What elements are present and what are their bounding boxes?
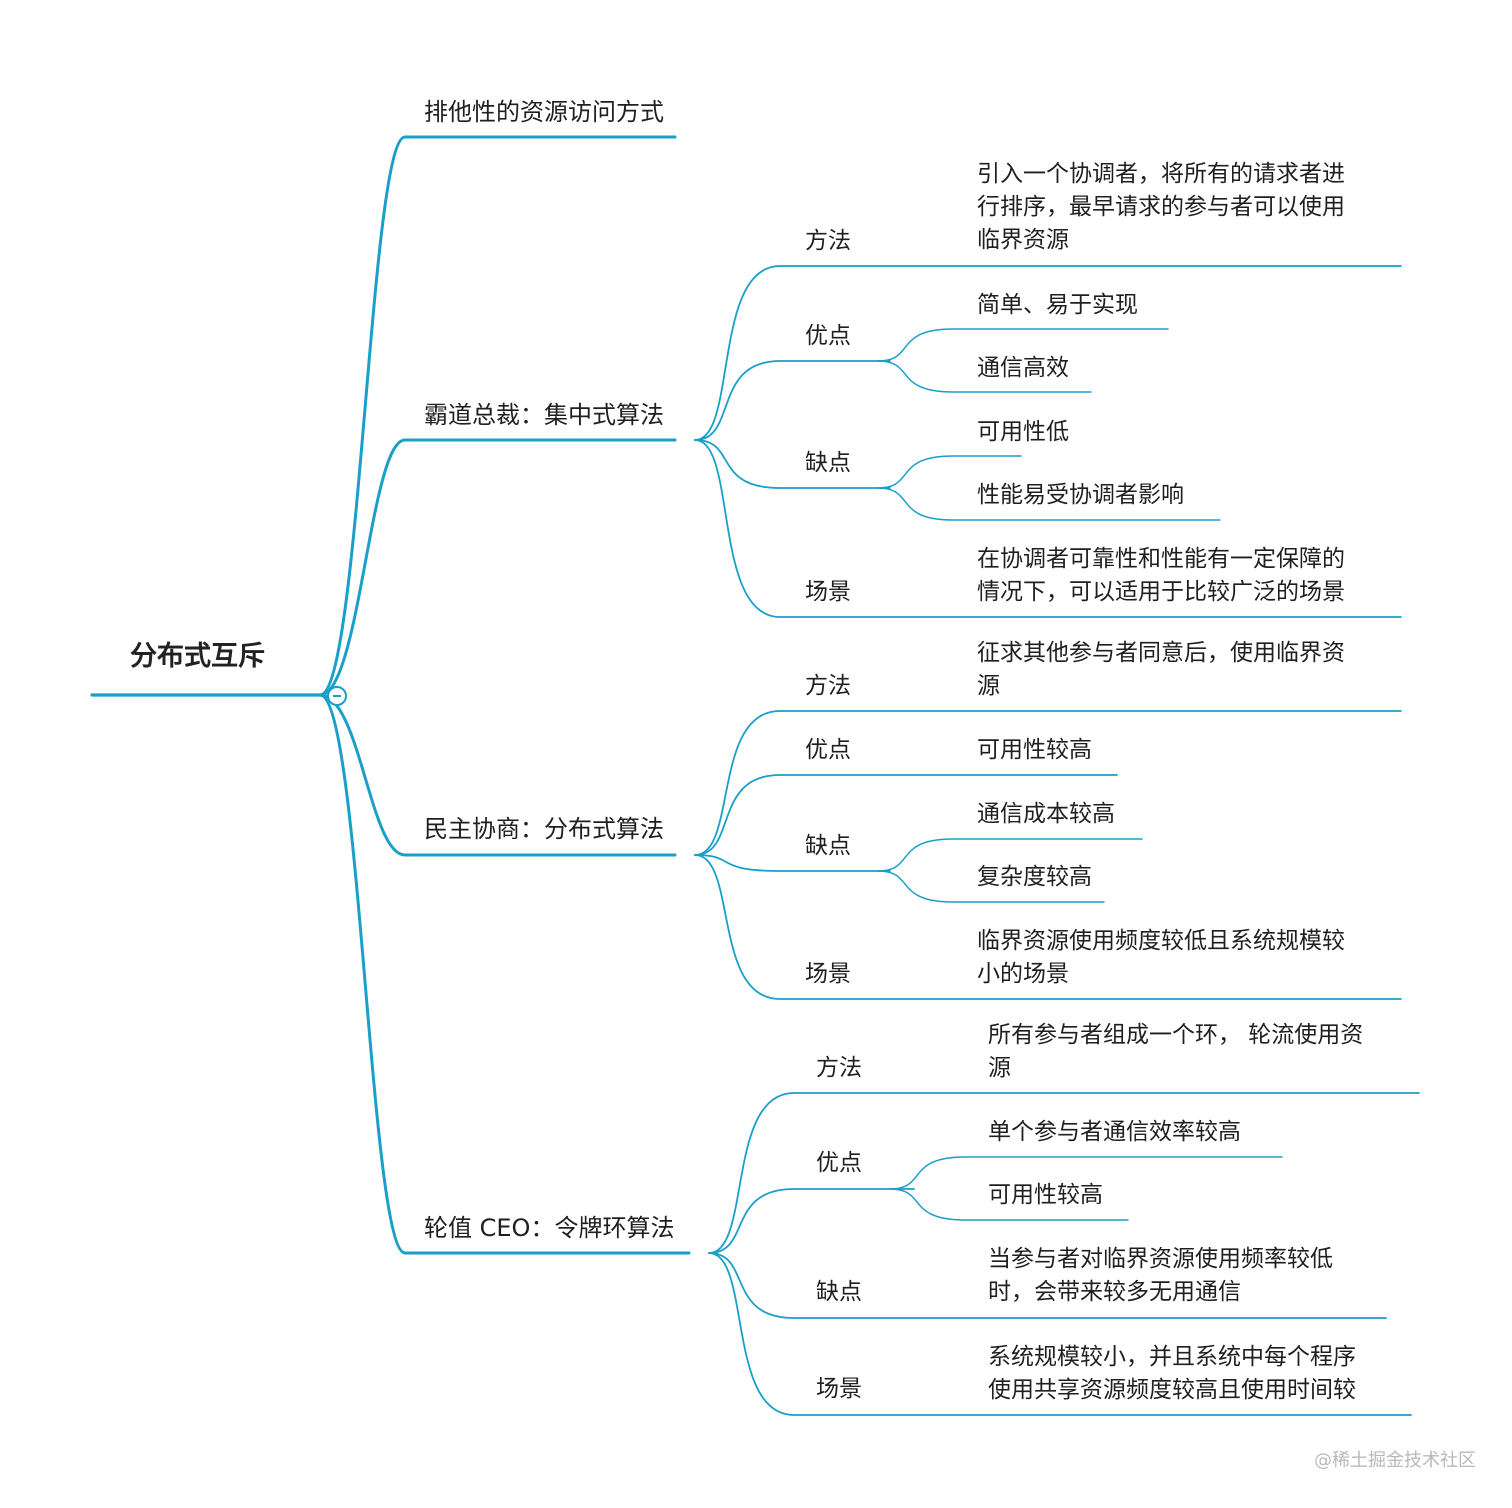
branch-distributed-algorithm[interactable]: 民主协商：分布式算法	[424, 815, 664, 843]
token-scenario-label[interactable]: 场景	[816, 1376, 862, 1402]
centralized-scenario-text[interactable]: 在协调者可靠性和性能有一定保障的 情况下，可以适用于比较广泛的场景	[977, 543, 1345, 609]
centralized-pro-1[interactable]: 简单、易于实现	[977, 292, 1138, 318]
text-line: 小的场景	[977, 961, 1069, 987]
centralized-pros-label[interactable]: 优点	[805, 323, 851, 349]
sub-connector-1-2	[694, 854, 891, 872]
centralized-method-text[interactable]: 引入一个协调者，将所有的请求者进 行排序，最早请求的参与者可以使用 临界资源	[977, 158, 1345, 257]
text-line: 使用共享资源频度较高且使用时间较	[988, 1377, 1356, 1403]
branch-centralized-algorithm[interactable]: 霸道总裁：集中式算法	[424, 401, 664, 429]
token-pro-2[interactable]: 可用性较高	[988, 1182, 1103, 1208]
leaf-connector-2-1	[877, 870, 1105, 903]
text-line: 征求其他参与者同意后，使用临界资	[977, 640, 1345, 666]
text-line: 源	[988, 1055, 1011, 1081]
distributed-cons-label[interactable]: 缺点	[805, 833, 851, 859]
branch-connector-1	[318, 438, 677, 697]
text-line: 源	[977, 673, 1000, 699]
text-line: 所有参与者组成一个环， 轮流使用资	[988, 1022, 1364, 1048]
text-line: 系统规模较小，并且系统中每个程序	[988, 1344, 1356, 1370]
sub-connector-2-3	[708, 1252, 1412, 1416]
text-line: 临界资源使用频度较低且系统规模较	[977, 928, 1345, 954]
sub-connector-0-3	[694, 439, 1402, 618]
token-scenario-text[interactable]: 系统规模较小，并且系统中每个程序 使用共享资源频度较高且使用时间较	[988, 1341, 1356, 1407]
distributed-pro-1[interactable]: 可用性较高	[977, 737, 1092, 763]
centralized-cons-label[interactable]: 缺点	[805, 450, 851, 476]
token-cons-text[interactable]: 当参与者对临界资源使用频率较低 时，会带来较多无用通信	[988, 1243, 1333, 1309]
text-line: 行排序，最早请求的参与者可以使用	[977, 194, 1345, 220]
branch-connector-0	[318, 135, 677, 697]
leaf-connector-3-1	[889, 1188, 1129, 1221]
token-pros-label[interactable]: 优点	[816, 1150, 862, 1176]
root-node[interactable]: 分布式互斥	[130, 641, 265, 672]
distributed-con-1[interactable]: 通信成本较高	[977, 801, 1115, 827]
leaf-connector-1-0	[877, 455, 1022, 489]
sub-connector-0-2	[694, 439, 891, 489]
collapse-toggle-icon[interactable]	[327, 686, 347, 706]
text-line: 情况下，可以适用于比较广泛的场景	[977, 579, 1345, 605]
text-line: 临界资源	[977, 227, 1069, 253]
text-line: 引入一个协调者，将所有的请求者进	[977, 161, 1345, 187]
distributed-method-label[interactable]: 方法	[805, 673, 851, 699]
distributed-scenario-label[interactable]: 场景	[805, 961, 851, 987]
distributed-con-2[interactable]: 复杂度较高	[977, 864, 1092, 890]
token-method-label[interactable]: 方法	[816, 1055, 862, 1081]
centralized-pro-2[interactable]: 通信高效	[977, 355, 1069, 381]
text-line: 在协调者可靠性和性能有一定保障的	[977, 546, 1345, 572]
leaf-connector-2-0	[877, 838, 1143, 872]
distributed-scenario-text[interactable]: 临界资源使用频度较低且系统规模较 小的场景	[977, 925, 1345, 991]
leaf-connector-0-0	[877, 328, 1169, 362]
sub-connector-1-0	[694, 710, 1402, 856]
watermark: @稀土掘金技术社区	[1314, 1450, 1476, 1471]
sub-connector-2-2	[708, 1252, 1387, 1319]
sub-connector-1-1	[694, 774, 1118, 856]
text-line: 当参与者对临界资源使用频率较低	[988, 1246, 1333, 1272]
token-cons-label[interactable]: 缺点	[816, 1279, 862, 1305]
centralized-method-label[interactable]: 方法	[805, 228, 851, 254]
leaf-connector-1-1	[877, 487, 1221, 521]
distributed-method-text[interactable]: 征求其他参与者同意后，使用临界资 源	[977, 637, 1345, 703]
sub-connector-0-0	[694, 265, 1402, 441]
sub-connector-2-0	[708, 1092, 1420, 1254]
centralized-con-2[interactable]: 性能易受协调者影响	[977, 482, 1184, 508]
sub-connector-0-1	[694, 360, 891, 441]
branch-connector-3	[318, 693, 691, 1255]
token-method-text[interactable]: 所有参与者组成一个环， 轮流使用资 源	[988, 1019, 1363, 1085]
leaf-connector-0-1	[877, 360, 1092, 393]
sub-connector-1-3	[694, 854, 1402, 1000]
distributed-pros-label[interactable]: 优点	[805, 737, 851, 763]
text-line: 时，会带来较多无用通信	[988, 1279, 1241, 1305]
branch-token-ring-algorithm[interactable]: 轮值 CEO：令牌环算法	[424, 1214, 675, 1242]
centralized-con-1[interactable]: 可用性低	[977, 419, 1069, 445]
branch-exclusive-access[interactable]: 排他性的资源访问方式	[424, 98, 664, 126]
leaf-connector-3-0	[889, 1156, 1283, 1190]
sub-connector-2-1	[708, 1188, 915, 1254]
token-pro-1[interactable]: 单个参与者通信效率较高	[988, 1119, 1241, 1145]
centralized-scenario-label[interactable]: 场景	[805, 579, 851, 605]
